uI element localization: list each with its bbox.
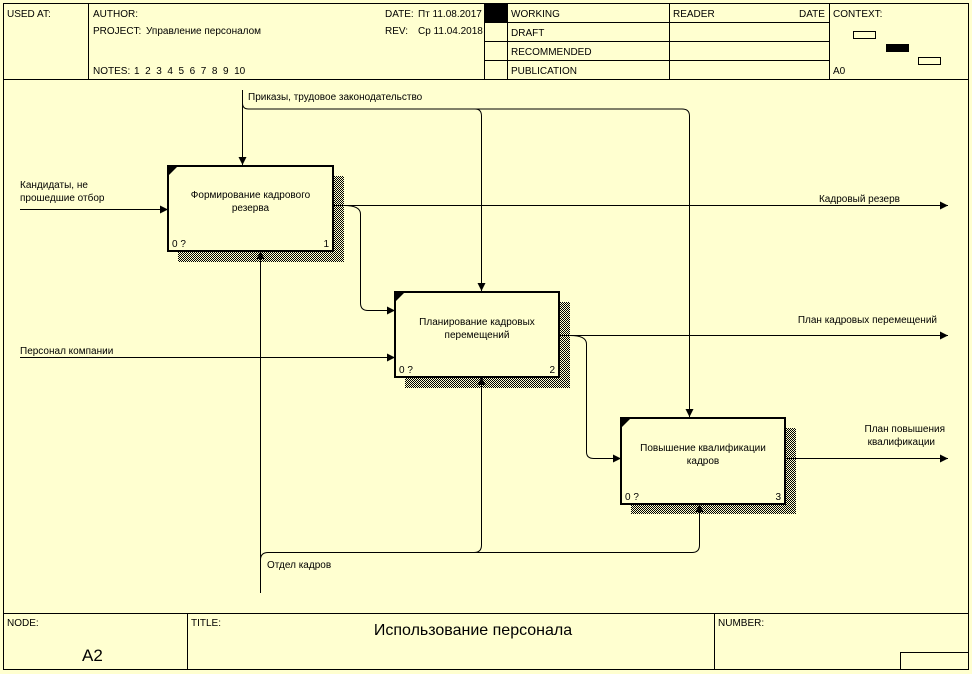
date-value: Пт 11.08.2017: [418, 9, 482, 20]
diagram-title: Использование персонала: [374, 622, 572, 639]
project-label: PROJECT:: [93, 26, 141, 37]
reader-label: READER: [673, 9, 715, 20]
box-2-cost: 0 ?: [399, 365, 413, 376]
label-output-reserve: Кадровый резерв: [819, 194, 900, 205]
box-2-label-line2: перемещений: [445, 330, 510, 341]
status-recommended: RECOMMENDED: [511, 47, 592, 58]
box-3-label-line1: Повышение квалификации: [640, 442, 766, 454]
box-3-cost: 0 ?: [625, 492, 639, 503]
label-mechanism-hr: Отдел кадров: [267, 560, 331, 571]
node-label: NODE:: [7, 618, 39, 629]
notes-label: NOTES:: [93, 66, 130, 77]
box-3[interactable]: Повышение квалификации кадров 0 ? 3: [620, 417, 786, 505]
box-2-label-line1: Планирование кадровых: [419, 317, 535, 328]
label-input-candidates-1: Кандидаты, не: [20, 180, 88, 191]
footer-frame: [3, 613, 969, 670]
box-1-cost: 0 ?: [172, 239, 186, 250]
number-label: NUMBER:: [718, 618, 764, 629]
notes-value: 1 2 3 4 5 6 7 8 9 10: [134, 66, 246, 77]
project-value: Управление персоналом: [146, 26, 261, 37]
reader-date-label: DATE: [799, 9, 825, 20]
box-2-number: 2: [549, 365, 555, 376]
label-control-orders: Приказы, трудовое законодательство: [248, 92, 423, 103]
used-at-label: USED AT:: [7, 9, 51, 20]
box-3-number: 3: [775, 492, 781, 503]
rev-label: REV:: [385, 26, 408, 37]
node-value: A2: [82, 646, 103, 665]
arrow-mechanism-to-box2: [260, 377, 486, 561]
header-frame: [3, 3, 969, 670]
box-1-label-line2: резерва: [232, 203, 270, 214]
working-status-marker: [485, 4, 507, 22]
status-working: WORKING: [511, 9, 560, 20]
arrow-lines: [20, 90, 948, 593]
title-label: TITLE:: [191, 618, 221, 629]
label-input-candidates-2: прошедшие отбор: [20, 192, 105, 204]
arrow-control-to-box3: [475, 108, 694, 417]
context-label: CONTEXT:: [833, 9, 882, 20]
rev-value: Ср 11.04.2018: [418, 26, 483, 37]
arrow-mechanism-to-box3: [474, 504, 704, 553]
arrow-box1-to-box2: [343, 205, 395, 315]
context-node: A0: [833, 66, 846, 77]
box-1[interactable]: Формирование кадрового резерва 0 ? 1: [167, 165, 334, 252]
box-2[interactable]: Планирование кадровых перемещений 0 ? 2: [394, 291, 560, 378]
arrow-box2-to-box3: [569, 335, 621, 463]
context-map-icon: [853, 31, 941, 65]
label-input-staff: Персонал компании: [20, 346, 113, 357]
box-3-label-line2: кадров: [687, 456, 719, 467]
label-output-training-2: квалификации: [868, 436, 935, 448]
status-publication: PUBLICATION: [511, 66, 577, 77]
label-output-moves: План кадровых перемещений: [798, 315, 937, 326]
date-label: DATE:: [385, 9, 414, 20]
label-output-training-1: План повышения: [865, 424, 945, 435]
author-label: AUTHOR:: [93, 9, 138, 20]
status-draft: DRAFT: [511, 28, 544, 39]
box-1-label-line1: Формирование кадрового: [191, 190, 311, 201]
box-1-number: 1: [323, 239, 329, 250]
